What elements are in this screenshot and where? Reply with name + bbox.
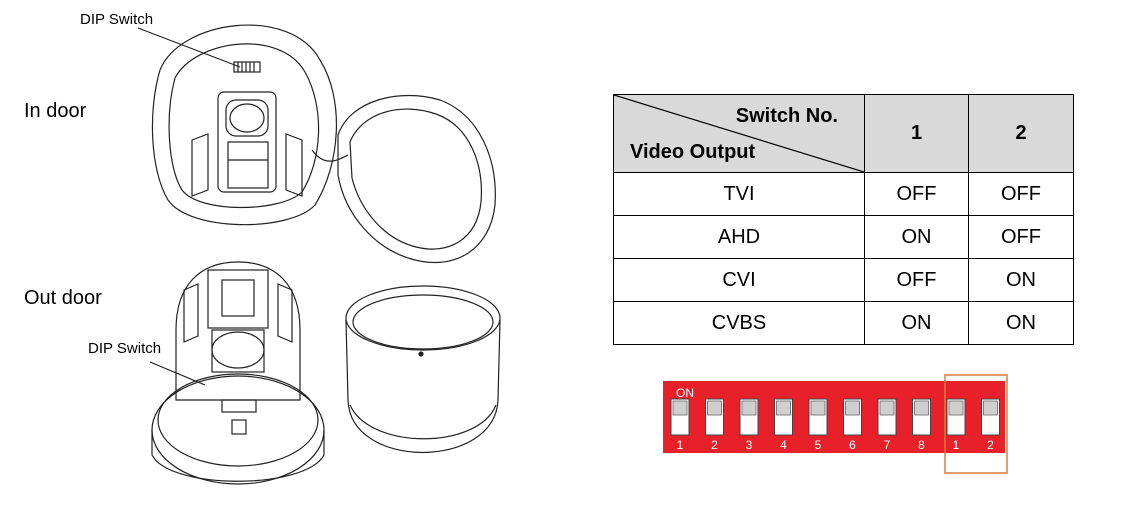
switch1-cell: ON xyxy=(864,215,969,259)
dip-switch-number: 6 xyxy=(849,438,856,452)
table-row: TVI OFF OFF xyxy=(613,172,1074,216)
dip-switch-number: 8 xyxy=(918,438,925,452)
dip-switch-callout-bottom: DIP Switch xyxy=(88,340,162,357)
indoor-cover-drawing xyxy=(337,94,496,264)
switch1-cell: ON xyxy=(864,301,969,345)
dip-switch-lever xyxy=(776,400,791,416)
dip-switch-number: 3 xyxy=(746,438,753,452)
table-row: AHD ON OFF xyxy=(613,215,1074,259)
video-output-label: Video Output xyxy=(630,141,756,163)
dip-switch-lever xyxy=(672,400,688,416)
dip-switch-lever xyxy=(983,400,998,416)
indoor-camera-drawing xyxy=(151,24,349,226)
dip-highlight-box xyxy=(944,374,1008,474)
in-door-label: In door xyxy=(24,100,87,122)
table-row: CVI OFF ON xyxy=(613,258,1074,302)
switch2-cell: OFF xyxy=(968,172,1074,216)
switch1-cell: OFF xyxy=(864,258,969,302)
mode-cell: TVI xyxy=(613,172,865,216)
mode-cell: CVI xyxy=(613,258,865,302)
dip-switch-lever xyxy=(845,400,860,416)
outdoor-housing-drawing xyxy=(345,285,501,453)
table-corner-header: Switch No. Video Output xyxy=(613,94,865,173)
switch-no-label: Switch No. xyxy=(735,105,838,127)
dip-switch-lever xyxy=(914,400,929,416)
dip-switch-callout-top: DIP Switch xyxy=(80,11,154,28)
dip-on-label: ON xyxy=(676,386,694,400)
dip-switch-lever xyxy=(879,400,895,416)
col-header-2: 2 xyxy=(968,94,1074,173)
dip-switch-lever xyxy=(707,400,722,416)
camera-illustrations xyxy=(137,24,501,485)
dip-switch-lever xyxy=(741,400,757,416)
mode-cell: CVBS xyxy=(613,301,865,345)
dip-switch-number: 1 xyxy=(953,438,960,452)
col-header-1: 1 xyxy=(864,94,969,173)
dip-switch-number: 4 xyxy=(780,438,787,452)
switch2-cell: ON xyxy=(968,301,1074,345)
dip-switch-lever xyxy=(810,400,826,416)
video-output-table: Switch No. Video Output 1 2 TVI OFF OFF … xyxy=(613,94,1074,345)
dip-switch-number: 2 xyxy=(987,438,994,452)
outdoor-camera-drawing xyxy=(151,261,325,485)
dip-switch-number: 1 xyxy=(677,438,684,452)
mode-cell: AHD xyxy=(613,215,865,259)
dip-switch-lever xyxy=(948,400,964,416)
dip-switch-number: 7 xyxy=(884,438,891,452)
dip-switch-number: 5 xyxy=(815,438,822,452)
dip-switch-number: 2 xyxy=(711,438,718,452)
corner-diagonal xyxy=(614,95,864,172)
out-door-label: Out door xyxy=(24,287,102,309)
switch2-cell: ON xyxy=(968,258,1074,302)
table-row: CVBS ON ON xyxy=(613,301,1074,345)
callout-leader-top xyxy=(137,27,241,68)
